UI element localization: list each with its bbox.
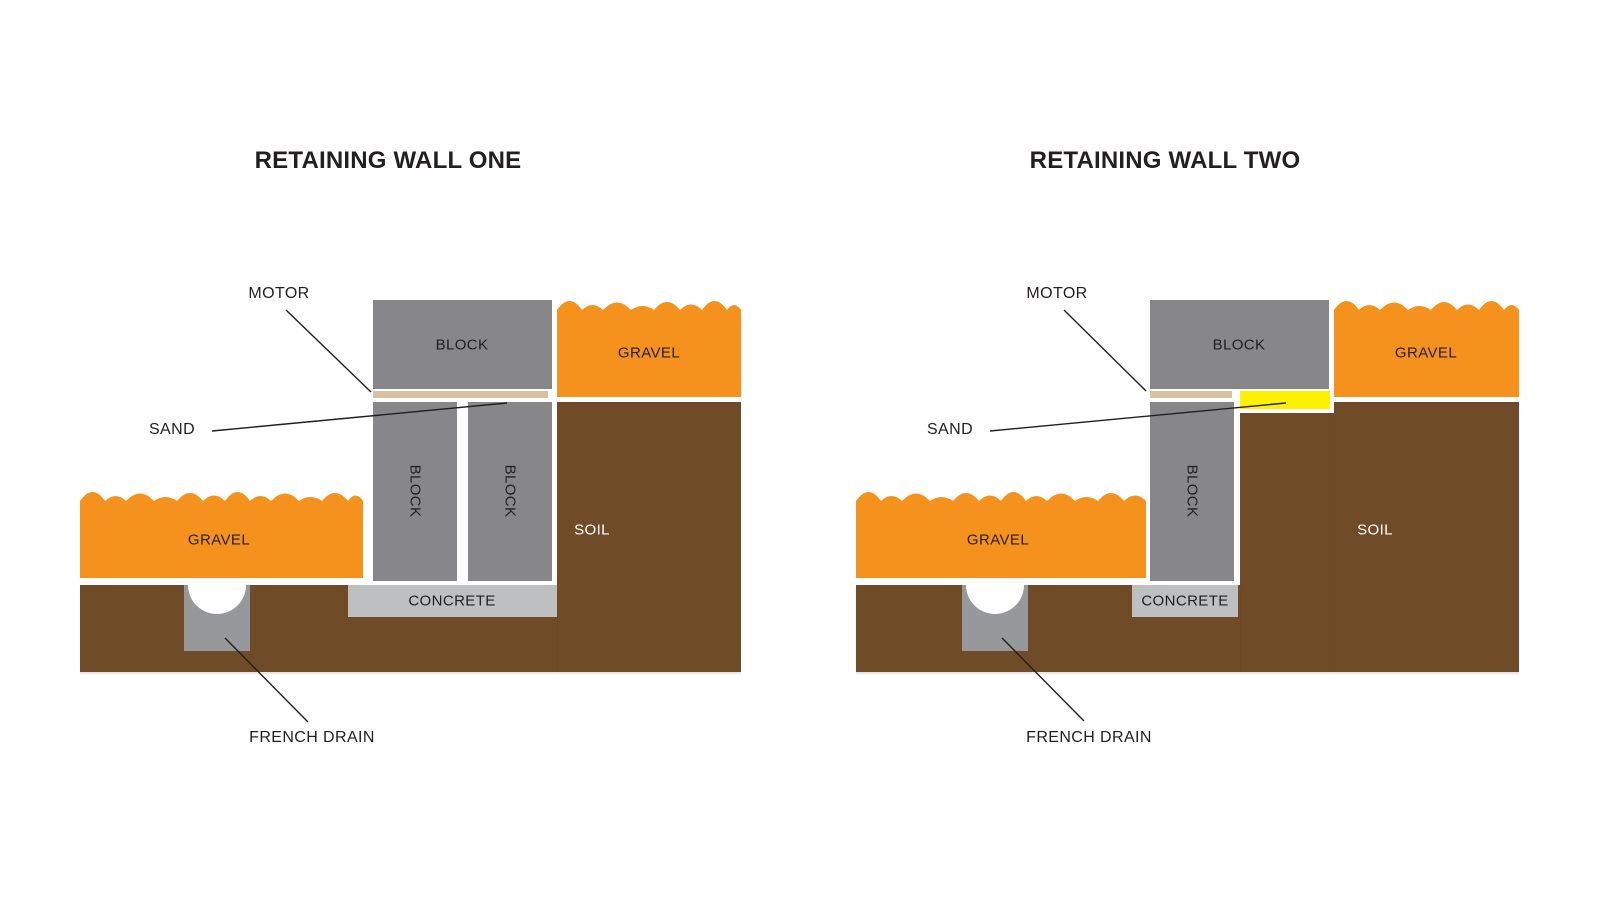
wall-one-block-left-label: BLOCK	[406, 464, 424, 518]
wall-two-french-drain-label: FRENCH DRAIN	[1026, 729, 1152, 746]
wall-one-cap-block-shape	[373, 300, 552, 389]
wall-two-mortar-strip	[1150, 391, 1232, 398]
wall-one-block-column-right	[468, 402, 552, 581]
wall-one-soil-label: SOIL	[574, 521, 610, 539]
wall-one-upper-gravel-shape	[557, 301, 741, 397]
wall-one-block-right-label: BLOCK	[501, 464, 519, 518]
wall-one-cap-block-label: BLOCK	[435, 336, 489, 354]
wall-one-lower-gravel-label: GRAVEL	[187, 531, 251, 549]
wall-two-soil-right-shape	[1334, 402, 1519, 672]
wall-two-upper-gravel-shape	[1334, 301, 1519, 397]
wall-two-concrete-label: CONCRETE	[1141, 592, 1229, 610]
wall-two-block-column	[1150, 402, 1234, 581]
wall-two-title: RETAINING WALL TWO	[1029, 147, 1301, 174]
wall-two-soil-under-sand-shape	[1240, 413, 1334, 672]
wall-two-motor-label: MOTOR	[1026, 285, 1088, 302]
wall-one-soil-right-shape	[557, 402, 741, 672]
wall-two-lower-gravel-shape	[856, 492, 1146, 578]
wall-one-lower-gravel-shape	[80, 492, 363, 578]
wall-one-block-column-left	[373, 402, 457, 581]
wall-two-soil-label: SOIL	[1357, 521, 1393, 539]
wall-two-cap-block-label: BLOCK	[1212, 336, 1266, 354]
wall-one-sand-leader-line	[211, 402, 508, 432]
wall-two-sand-strip	[1240, 391, 1330, 409]
wall-two-upper-gravel-label: GRAVEL	[1394, 344, 1458, 362]
wall-one-mortar-strip	[373, 391, 548, 398]
wall-two-concrete-footing	[1132, 585, 1238, 617]
wall-one-motor-leader-line	[285, 309, 372, 393]
wall-one-motor-label: MOTOR	[248, 285, 310, 302]
wall-two-lower-gravel-label: GRAVEL	[966, 531, 1030, 549]
wall-two-motor-leader-line	[1063, 309, 1147, 392]
wall-one-french-drain-label: FRENCH DRAIN	[249, 729, 375, 746]
wall-two-cap-block-shape	[1150, 300, 1329, 389]
wall-one-upper-gravel-label: GRAVEL	[617, 344, 681, 362]
wall-two-block-column-label: BLOCK	[1183, 464, 1201, 518]
wall-two-sand-label: SAND	[926, 421, 974, 438]
wall-one-sand-label: SAND	[148, 421, 196, 438]
wall-one-concrete-label: CONCRETE	[408, 592, 496, 610]
wall-one-concrete-footing	[348, 585, 557, 617]
wall-one-title: RETAINING WALL ONE	[254, 147, 522, 174]
